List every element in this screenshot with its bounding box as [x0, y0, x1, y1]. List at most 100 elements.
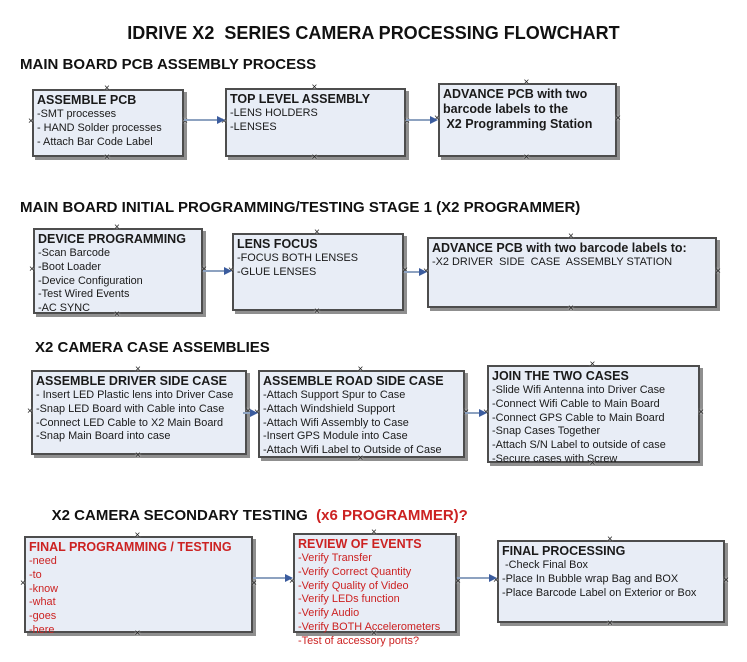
connector-handle-icon: ×	[104, 83, 110, 94]
connector-handle-icon: ×	[607, 618, 613, 629]
connector-line	[404, 271, 419, 273]
connector-handle-icon: ×	[104, 152, 110, 163]
connector-handle-icon: ×	[723, 574, 729, 586]
flow-box-top-level-assembly[interactable]: TOP LEVEL ASSEMBLY -LENS HOLDERS -LENSES…	[221, 83, 410, 163]
box-item: -Insert GPS Module into Case	[263, 430, 408, 443]
connector-handle-icon: ×	[311, 82, 318, 93]
connector-line	[457, 577, 489, 579]
box-title: JOIN THE TWO CASES	[492, 369, 629, 383]
connector-handle-icon: ×	[615, 113, 621, 124]
section-heading-secondary-testing-black: X2 CAMERA SECONDARY TESTING	[51, 507, 317, 524]
box-title: ASSEMBLE ROAD SIDE CASE	[263, 374, 444, 388]
box-item: -Attach Wifi Label to Outside of Case	[263, 444, 442, 457]
connector-arrow[interactable]	[243, 408, 258, 418]
box-item: - Insert LED Plastic lens into Driver Ca…	[36, 389, 234, 401]
flow-box-final-processing[interactable]: FINAL PROCESSING -Check Final Box -Place…	[493, 535, 729, 629]
connector-handle-icon: ×	[523, 152, 530, 163]
arrowhead-icon	[224, 267, 232, 275]
box-item: -Boot Loader	[38, 260, 101, 273]
box-item: -here	[29, 623, 55, 636]
box-item: -Test Wired Events	[38, 288, 130, 301]
arrowhead-icon	[250, 409, 258, 417]
box-title: ADVANCE PCB with two barcode labels to:	[432, 241, 687, 255]
connector-arrow[interactable]	[457, 573, 497, 583]
box-item: -goes	[29, 610, 57, 623]
connector-handle-icon: ×	[568, 303, 574, 314]
flow-box-final-programming-testing[interactable]: FINAL PROGRAMMING / TESTING -need -to -k…	[20, 531, 257, 639]
flow-box-assemble-driver-side-case[interactable]: ASSEMBLE DRIVER SIDE CASE - Insert LED P…	[27, 365, 251, 461]
box-item: -Verify Transfer	[298, 552, 372, 564]
connector-arrow[interactable]	[253, 573, 293, 583]
box-title: LENS FOCUS	[237, 237, 318, 251]
box-item: -what	[29, 596, 56, 609]
connector-handle-icon: ×	[311, 152, 318, 163]
connector-arrow[interactable]	[184, 115, 225, 125]
connector-line	[253, 577, 285, 579]
box-item: -GLUE LENSES	[237, 265, 317, 278]
connector-handle-icon: ×	[314, 306, 320, 317]
box-item: -LENS HOLDERS	[230, 107, 318, 119]
connector-handle-icon: ×	[607, 534, 613, 545]
box-item: -Verify Correct Quantity	[298, 565, 412, 578]
box-item: -Snap Cases Together	[492, 425, 601, 438]
box-item: -Connect GPS Cable to Main Board	[492, 411, 665, 424]
arrowhead-icon	[489, 574, 497, 582]
box-title: ADVANCE PCB with two barcode labels to t…	[443, 87, 591, 116]
box-item: -know	[29, 582, 59, 595]
flow-box-join-the-two-cases[interactable]: JOIN THE TWO CASES -Slide Wifi Antenna i…	[483, 360, 704, 469]
box-item: -Attach Windshield Support	[263, 402, 395, 415]
connector-handle-icon: ×	[28, 116, 34, 127]
box-item: -Verify BOTH Accelerometers	[298, 620, 441, 633]
connector-arrow[interactable]	[465, 408, 487, 418]
flow-box-device-programming[interactable]: DEVICE PROGRAMMING -Scan Barcode -Boot L…	[29, 223, 207, 320]
box-item: -Scan Barcode	[38, 247, 111, 259]
box-item: -to	[29, 568, 42, 581]
box-item: -Place Barcode Label on Exterior or Box	[502, 586, 697, 599]
box-item: - HAND Solder processes	[37, 121, 162, 134]
connector-line	[243, 412, 250, 414]
connector-handle-icon: ×	[20, 577, 26, 589]
flow-box-review-of-events[interactable]: REVIEW OF EVENTS -Verify Transfer -Verif…	[289, 528, 461, 647]
box-item: -Attach Wifi Assembly to Case	[263, 416, 409, 429]
connector-handle-icon: ×	[523, 77, 530, 88]
flow-box-assemble-pcb[interactable]: ASSEMBLE PCB -SMT processes - HAND Solde…	[28, 84, 188, 163]
connector-arrow[interactable]	[404, 267, 427, 277]
connector-handle-icon: ×	[135, 364, 141, 375]
section-heading-secondary-testing-red: (x6 PROGRAMMER)?	[316, 507, 468, 524]
connector-handle-icon: ×	[568, 231, 574, 242]
flow-box-advance-pcb-driver-side-station[interactable]: ADVANCE PCB with two barcode labels to: …	[423, 232, 721, 314]
box-item: -X2 DRIVER SIDE CASE ASSEMBLY STATION	[432, 256, 673, 268]
box-title: DEVICE PROGRAMMING	[38, 232, 186, 246]
box-item: -need	[29, 555, 57, 567]
box-title: ASSEMBLE PCB	[37, 93, 137, 107]
box-item: -Snap LED Board with Cable into Case	[36, 402, 225, 415]
box-item: -Attach Support Spur to Case	[263, 389, 406, 401]
flowchart-title: IDRIVE X2 SERIES CAMERA PROCESSING FLOWC…	[127, 23, 620, 43]
box-item: -Connect Wifi Cable to Main Board	[492, 397, 660, 410]
connector-handle-icon: ×	[29, 264, 35, 275]
box-item: -Check Final Box	[502, 559, 588, 571]
connector-handle-icon: ×	[314, 227, 320, 238]
connector-arrow[interactable]	[406, 115, 438, 125]
flow-box-advance-pcb-programming-station[interactable]: ADVANCE PCB with two barcode labels to t…	[434, 78, 621, 163]
box-item: - Attach Bar Code Label	[37, 135, 153, 148]
box-title: FINAL PROGRAMMING / TESTING	[29, 540, 232, 554]
connector-arrow[interactable]	[203, 266, 232, 276]
box-item: -Secure cases with Screw	[492, 452, 618, 465]
connector-line	[465, 412, 479, 414]
box-title: TOP LEVEL ASSEMBLY	[230, 92, 371, 106]
connector-line	[184, 119, 217, 121]
section-heading-initial-programming: MAIN BOARD INITIAL PROGRAMMING/TESTING S…	[20, 199, 581, 216]
section-heading-case-assemblies: X2 CAMERA CASE ASSEMBLIES	[35, 339, 270, 356]
box-item: -LENSES	[230, 120, 277, 133]
flow-box-lens-focus[interactable]: LENS FOCUS -FOCUS BOTH LENSES -GLUE LENS…	[228, 228, 408, 317]
connector-handle-icon: ×	[114, 222, 120, 233]
connector-handle-icon: ×	[357, 364, 364, 375]
arrowhead-icon	[430, 116, 438, 124]
arrowhead-icon	[217, 116, 225, 124]
arrowhead-icon	[479, 409, 487, 417]
box-item: -SMT processes	[37, 108, 117, 120]
box-item: -Attach S/N Label to outside of case	[492, 439, 666, 452]
flow-box-assemble-road-side-case[interactable]: ASSEMBLE ROAD SIDE CASE -Attach Support …	[254, 365, 469, 464]
